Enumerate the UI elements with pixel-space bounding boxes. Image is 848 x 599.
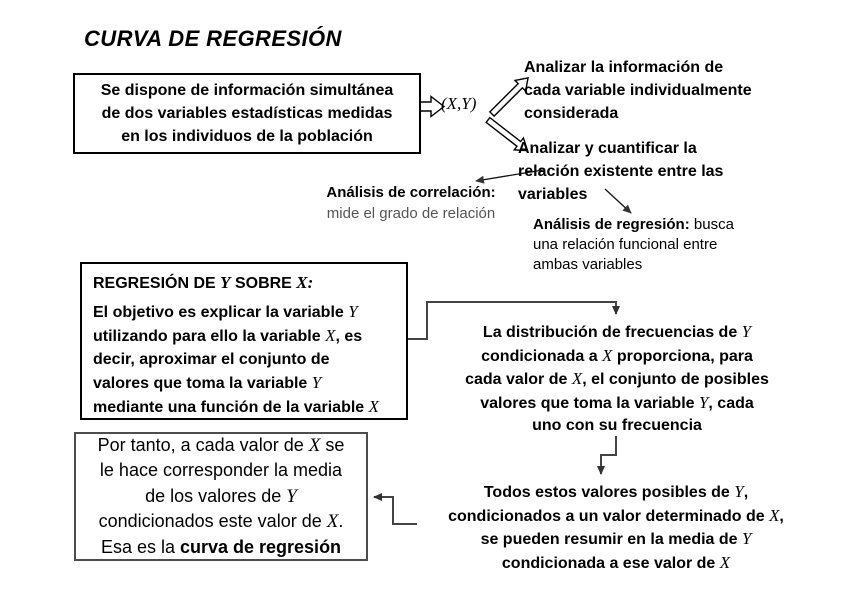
conclusion-box-text: Por tanto, a cada valor de X se le hace … bbox=[97, 434, 345, 557]
page-title: CURVA DE REGRESIÓN bbox=[84, 26, 342, 51]
intro-box-text: Se dispone de información simultánea de … bbox=[100, 82, 394, 145]
xy-variables-label: (X,Y) bbox=[441, 94, 477, 113]
correlation-analysis-heading: Análisis de correlación: bbox=[326, 184, 496, 201]
analyze-individual-text: Analizar la información de cada variable… bbox=[524, 59, 752, 122]
correlation-analysis-block: Análisis de correlación: mide el grado d… bbox=[291, 182, 531, 224]
regression-analysis-description: busca una relación funcional entre ambas… bbox=[533, 216, 734, 273]
regression-box-heading: REGRESIÓN DE Y SOBRE X: bbox=[93, 273, 314, 292]
intro-box: Se dispone de información simultánea de … bbox=[73, 73, 421, 154]
summary-text: Todos estos valores posibles de Y, condi… bbox=[448, 482, 784, 572]
regression-box: REGRESIÓN DE Y SOBRE X: El objetivo es e… bbox=[80, 262, 408, 420]
regression-analysis-heading: Análisis de regresión: bbox=[533, 216, 690, 233]
regression-box-body: El objetivo es explicar la variable Y ut… bbox=[93, 302, 379, 416]
correlation-analysis-description: mide el grado de relación bbox=[326, 205, 496, 222]
distribution-text: La distribución de frecuencias de Y cond… bbox=[465, 322, 769, 434]
conclusion-box: Por tanto, a cada valor de X se le hace … bbox=[74, 432, 368, 561]
connector-distribution-to-summary bbox=[597, 436, 617, 475]
analyze-relation-text: Analizar y cuantificar la relación exist… bbox=[518, 140, 724, 203]
regression-analysis-block: Análisis de regresión: busca una relació… bbox=[533, 215, 768, 275]
